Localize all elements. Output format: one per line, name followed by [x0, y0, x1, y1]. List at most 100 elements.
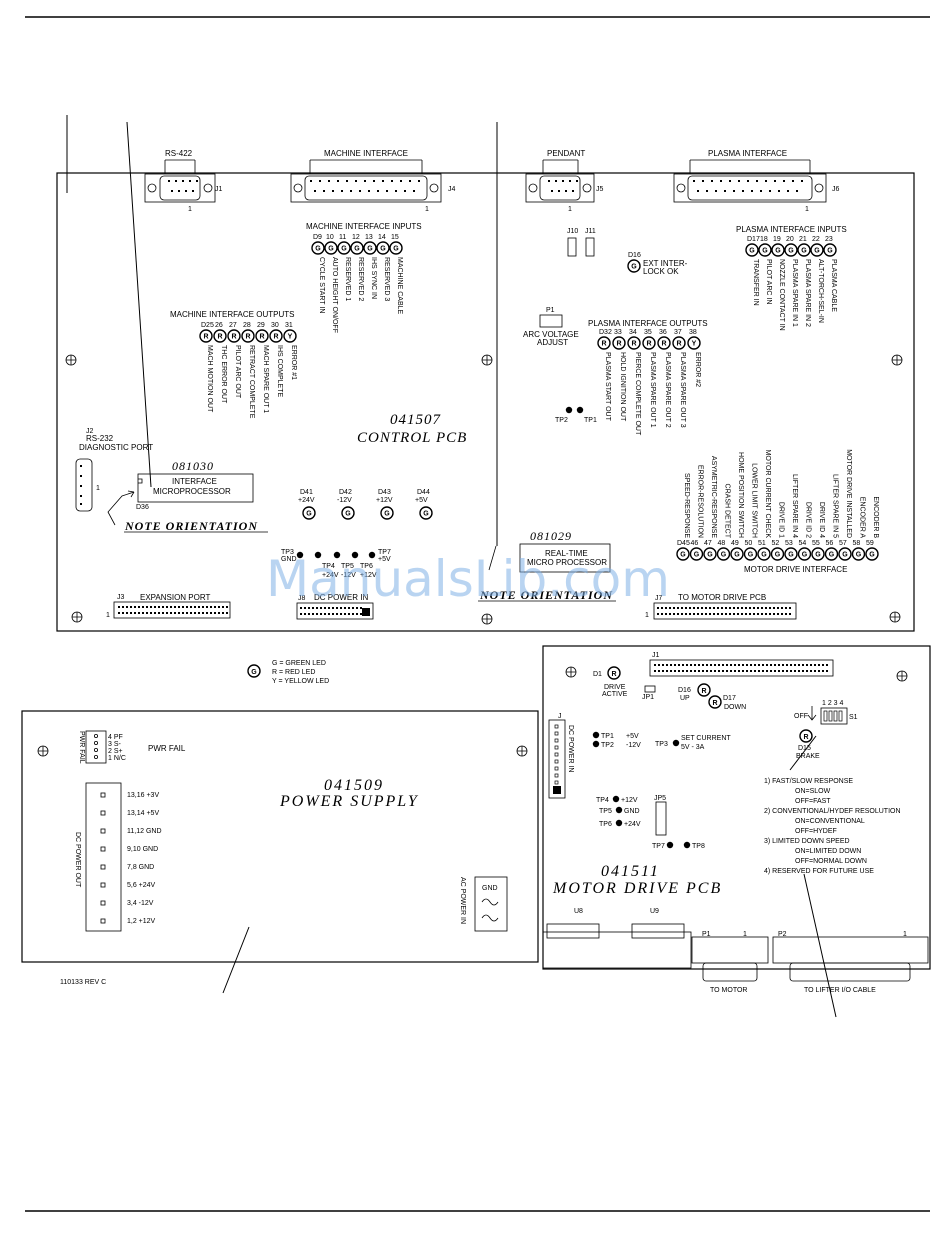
- mi-input-num-3: 12: [352, 234, 360, 241]
- header-pin: [756, 180, 758, 182]
- header-pin: [798, 664, 800, 666]
- header-pin: [710, 670, 712, 672]
- tp3-gnd-label: GND: [281, 556, 297, 563]
- mi-output-led-letter-3: R: [245, 334, 250, 341]
- to-motor-drive-label: TO MOTOR DRIVE PCB: [678, 593, 766, 602]
- md-label-12: MOTOR DRIVE INSTALLED: [845, 449, 852, 538]
- mi-output-label-0: MACH MOTION OUT: [206, 345, 213, 413]
- header-pin: [789, 613, 791, 615]
- header-pin: [783, 180, 785, 182]
- dc-pin-0: 13,16 +3V: [127, 792, 159, 799]
- header-pin: [320, 607, 322, 609]
- pi-input-num-1: 18: [760, 236, 768, 243]
- header-pin: [130, 606, 132, 608]
- md-label-1: ERROR-RESOLUTION: [697, 465, 704, 538]
- p1-label: P1: [546, 307, 555, 314]
- header-pin: [818, 664, 820, 666]
- mi-input-led-letter-5: G: [380, 246, 386, 253]
- ac-gnd-label: GND: [482, 885, 498, 892]
- header-pin: [765, 613, 767, 615]
- mi-output-led-letter-5: R: [273, 334, 278, 341]
- header-pin: [733, 607, 735, 609]
- header-pin: [762, 670, 764, 672]
- control-tp-mid-volt-1: -12V: [341, 572, 356, 579]
- pi-input-label-3: PLASMA SPARE IN 1: [791, 259, 798, 327]
- header-pin: [154, 606, 156, 608]
- header-pin: [150, 606, 152, 608]
- header-pin: [778, 664, 780, 666]
- header-pin: [300, 607, 302, 609]
- pi-input-led-letter-6: G: [827, 248, 833, 255]
- md-tp2-volt: -12V: [626, 742, 641, 749]
- header-pin: [569, 180, 571, 182]
- header-pin: [418, 180, 420, 182]
- header-pin: [787, 190, 789, 192]
- mi-output-led-letter-6: Y: [288, 334, 293, 341]
- mi-output-num-2: 27: [229, 322, 237, 329]
- j4-pin-label: 1: [425, 206, 429, 213]
- md-note-8: OFF=NORMAL DOWN: [795, 858, 867, 865]
- header-pin: [194, 606, 196, 608]
- header-pin: [178, 606, 180, 608]
- header-pin: [202, 612, 204, 614]
- pi-input-label-6: PLASMA CABLE: [830, 259, 837, 312]
- header-pin: [555, 180, 557, 182]
- pi-output-num-2: 34: [629, 329, 637, 336]
- mi-input-led-4: [363, 241, 377, 255]
- brake-label: BRAKE: [796, 753, 820, 760]
- header-pin: [332, 613, 334, 615]
- md-tp6-volt: +24V: [624, 821, 641, 828]
- set-current-label-1: SET CURRENT: [681, 735, 731, 742]
- pi-input-num-5: 22: [812, 236, 820, 243]
- header-pin: [714, 670, 716, 672]
- header-pin: [754, 664, 756, 666]
- header-pin: [721, 607, 723, 609]
- mi-input-num-0: D9: [313, 234, 322, 241]
- header-pin: [654, 670, 656, 672]
- header-pin: [790, 670, 792, 672]
- header-pin: [761, 613, 763, 615]
- legend-green: G = GREEN LED: [272, 660, 326, 667]
- md-label-10: DRIVE ID 4: [818, 502, 825, 538]
- header-pin: [686, 664, 688, 666]
- header-pin: [168, 180, 170, 182]
- header-pin: [162, 612, 164, 614]
- header-pin: [753, 613, 755, 615]
- header-pin: [192, 190, 194, 192]
- header-pin: [806, 664, 808, 666]
- md-note-1: ON=SLOW: [795, 788, 831, 795]
- header-pin: [777, 607, 779, 609]
- md-num-4: 49: [731, 540, 739, 547]
- header-pin: [761, 607, 763, 609]
- s1-off-label: OFF: [794, 713, 808, 720]
- pi-input-label-4: PLASMA SPARE IN 2: [804, 259, 811, 327]
- header-pin: [174, 612, 176, 614]
- pi-output-led-letter-1: R: [616, 341, 621, 348]
- header-pin: [226, 612, 228, 614]
- pi-input-led-letter-5: G: [814, 248, 820, 255]
- pi-input-led-4: [797, 243, 811, 257]
- md-led-14: [865, 547, 879, 561]
- power-led-num-0: D41: [300, 489, 313, 496]
- pi-output-label-5: PLASMA SPARE OUT 3: [679, 352, 686, 428]
- md-tp1-volt: +5V: [626, 733, 639, 740]
- header-pin: [572, 190, 574, 192]
- md-num-7: 52: [772, 540, 780, 547]
- header-pin: [698, 664, 700, 666]
- md-d15-label: D15: [798, 745, 811, 752]
- header-pin: [80, 503, 82, 505]
- d16-label: D16: [628, 252, 641, 259]
- header-pin: [745, 613, 747, 615]
- md-led-letter-7: G: [775, 552, 781, 559]
- header-pin: [785, 607, 787, 609]
- mi-output-label-4: MACH SPARE OUT 1: [262, 345, 269, 413]
- header-pin: [802, 670, 804, 672]
- header-pin: [765, 180, 767, 182]
- control-tp-3: [351, 551, 359, 559]
- power-led-volt-2: +12V: [376, 497, 393, 504]
- header-pin: [766, 670, 768, 672]
- md-num-8: 53: [785, 540, 793, 547]
- header-pin: [166, 612, 168, 614]
- header-pin: [166, 606, 168, 608]
- header-pin: [658, 664, 660, 666]
